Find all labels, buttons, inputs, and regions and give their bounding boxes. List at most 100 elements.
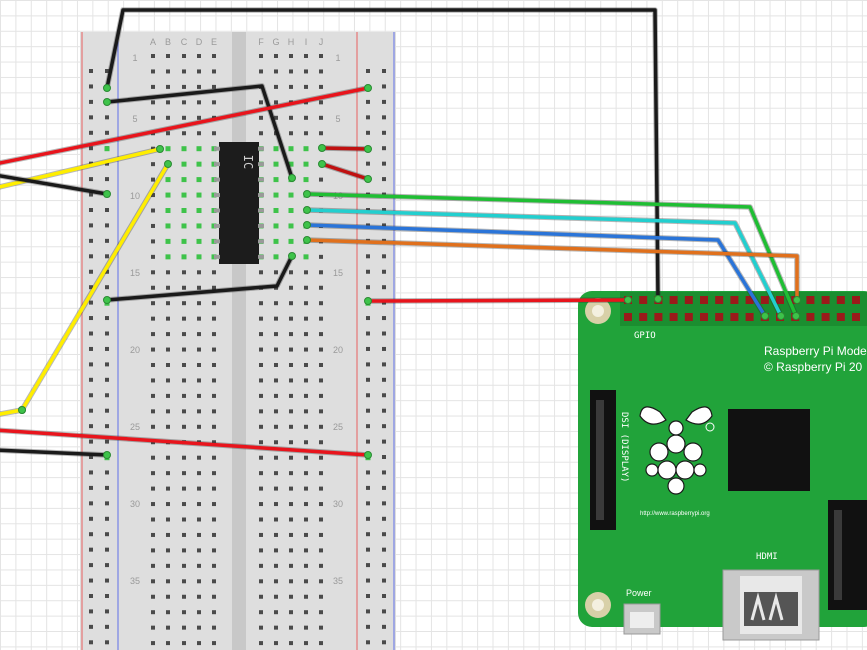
breadboard-hole <box>212 548 216 553</box>
breadboard-hole <box>197 594 201 599</box>
rail-hole <box>89 563 93 568</box>
active-hole <box>196 161 202 167</box>
rail-hole <box>89 269 93 274</box>
rail-hole <box>382 223 386 228</box>
breadboard-hole <box>212 378 216 383</box>
row-label: 15 <box>130 268 140 278</box>
rail-hole <box>382 594 386 598</box>
rail-hole <box>382 84 386 89</box>
breadboard-hole <box>182 641 186 646</box>
breadboard-hole <box>182 471 186 476</box>
active-hole <box>196 254 202 260</box>
yellow-wire-left[interactable] <box>0 406 26 417</box>
red-wire-top[interactable] <box>0 84 372 166</box>
active-hole <box>288 161 294 167</box>
wire-endpoint <box>318 160 326 168</box>
rail-hole <box>89 84 93 89</box>
breadboard-hole <box>319 471 323 476</box>
breadboard-hole <box>151 532 155 537</box>
hdmi-socket-icon <box>744 592 798 626</box>
black-wire-left[interactable] <box>0 173 111 198</box>
soc-chip <box>728 409 810 491</box>
breadboard-hole <box>259 471 263 476</box>
breadboard-hole <box>319 594 323 599</box>
black-wire-bottom[interactable] <box>103 252 296 304</box>
green-wire[interactable] <box>303 190 800 320</box>
red-wire-bottom[interactable] <box>0 427 372 459</box>
gpio-header[interactable] <box>624 296 867 321</box>
breadboard-hole <box>259 316 263 321</box>
cyan-wire[interactable] <box>303 206 785 320</box>
ic-chip[interactable]: IC <box>214 142 264 264</box>
breadboard-hole <box>182 54 186 58</box>
rail-hole <box>366 408 370 413</box>
breadboard-hole <box>259 548 263 553</box>
breadboard-hole <box>274 579 278 584</box>
orange-wire[interactable] <box>303 236 801 304</box>
breadboard-hole <box>212 332 216 337</box>
rail-hole <box>366 516 370 521</box>
breadboard-hole <box>197 332 201 337</box>
breadboard-hole <box>289 301 293 306</box>
breadboard-hole <box>212 316 216 321</box>
rail-hole <box>105 609 109 614</box>
black-wire-top[interactable] <box>103 7 662 303</box>
blue-wire[interactable] <box>303 221 769 320</box>
breadboard-hole <box>289 424 293 429</box>
rail-hole <box>366 130 370 135</box>
red-wire-pi[interactable] <box>364 296 632 305</box>
breadboard-hole <box>289 502 293 507</box>
raspberry-pi-board[interactable]: GPIO Raspberry Pi Model © Raspberry Pi 2… <box>578 291 867 641</box>
wire-endpoint <box>364 175 372 183</box>
breadboard-hole <box>151 594 155 599</box>
breadboard-hole <box>197 563 201 568</box>
rail-hole <box>366 254 370 259</box>
wire-endpoint <box>288 174 296 182</box>
breadboard-hole <box>319 532 323 537</box>
active-hole <box>288 192 294 198</box>
darkred-wire-2[interactable] <box>318 160 372 183</box>
rail-hole <box>105 69 109 73</box>
breadboard-hole <box>166 332 170 337</box>
rail-hole <box>382 485 386 490</box>
breadboard-hole <box>182 517 186 522</box>
rail-hole <box>366 640 370 645</box>
rail-hole <box>366 624 370 629</box>
breadboard-hole <box>319 270 323 275</box>
breadboard-hole <box>289 471 293 476</box>
rail-hole <box>89 346 93 351</box>
breadboard-hole <box>319 610 323 615</box>
breadboard-hole <box>304 532 308 537</box>
rail-hole <box>105 316 109 321</box>
rail-hole <box>382 408 386 413</box>
breadboard-hole <box>151 409 155 414</box>
row-label: 5 <box>335 114 340 124</box>
rail-hole <box>105 285 109 290</box>
rail-hole <box>382 377 386 382</box>
breadboard-hole <box>151 455 155 460</box>
row-label: 20 <box>130 345 140 355</box>
breadboard-hole <box>182 301 186 306</box>
breadboard-hole <box>319 316 323 321</box>
rail-hole <box>89 362 93 367</box>
breadboard-hole <box>274 594 278 599</box>
rail-hole <box>366 485 370 490</box>
rail-hole <box>366 393 370 398</box>
black-wire-ic[interactable] <box>103 83 296 182</box>
yellow-wire-top[interactable] <box>0 145 164 190</box>
yellow-wire-diag[interactable] <box>18 160 172 414</box>
wire-endpoint <box>624 296 632 304</box>
active-hole <box>181 208 187 213</box>
black-wire-bottom-left[interactable] <box>0 447 111 459</box>
breadboard-hole <box>289 363 293 367</box>
breadboard-hole <box>319 115 323 120</box>
column-label: C <box>181 37 188 47</box>
active-hole <box>181 146 187 152</box>
breadboard-hole <box>274 316 278 321</box>
breadboard-hole <box>289 641 293 646</box>
rail-hole <box>89 485 93 490</box>
active-hole <box>288 223 294 229</box>
active-hole <box>196 146 202 152</box>
darkred-wire-1[interactable] <box>318 144 372 153</box>
breadboard-hole <box>259 517 263 522</box>
